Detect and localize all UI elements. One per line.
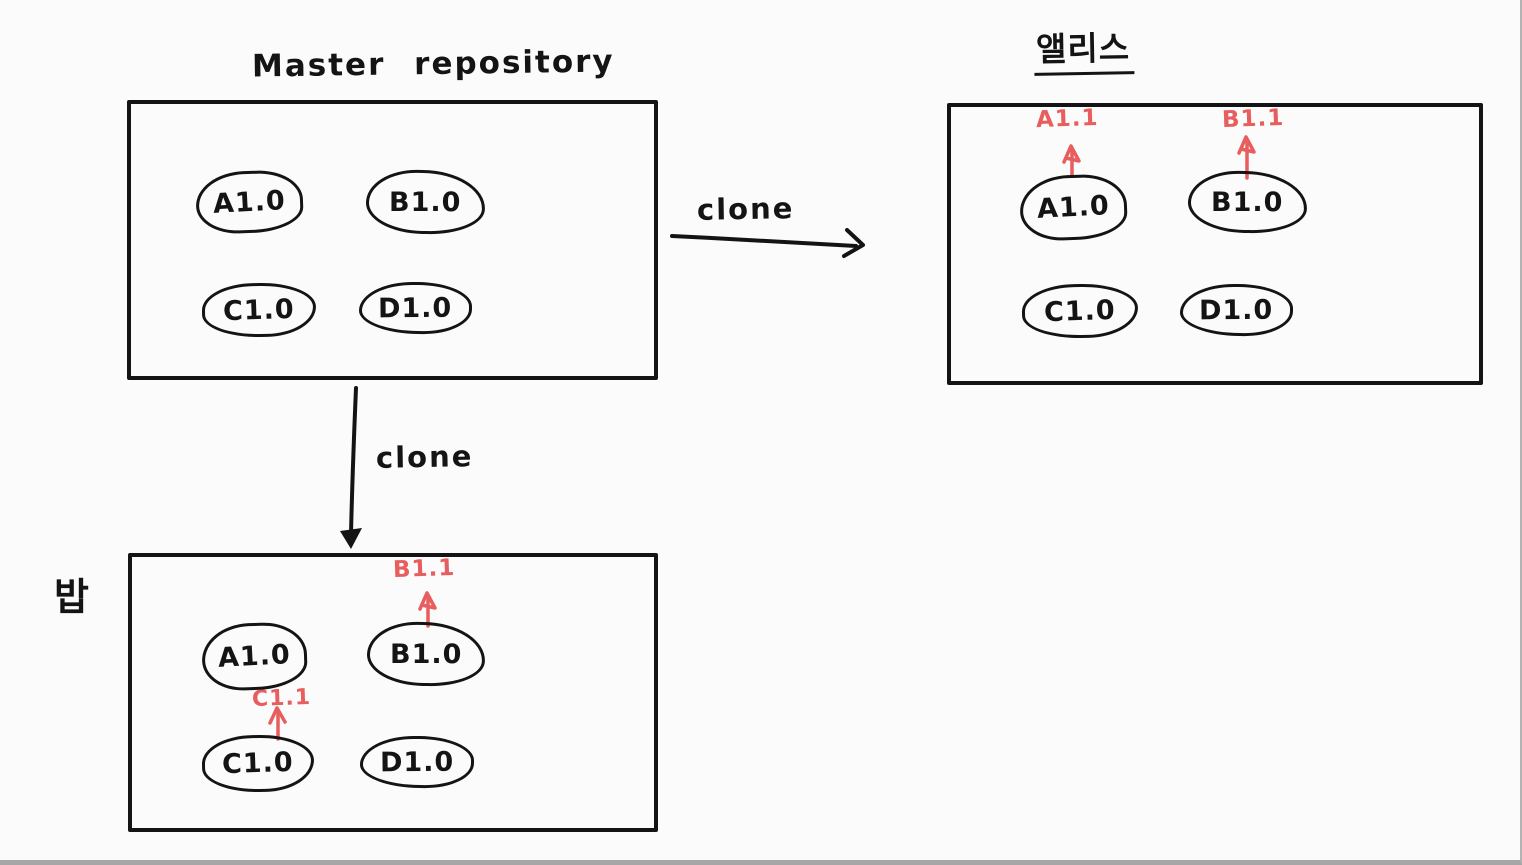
bob-file-c-label: C1.0 [221, 746, 295, 781]
clone-label-master-to-bob: clone [375, 439, 474, 475]
master-file-a-label: A1.0 [212, 184, 287, 220]
alice-file-c-label: C1.0 [1043, 294, 1117, 328]
clone-label-master-to-alice: clone [696, 191, 795, 227]
alice-file-d-label: D1.0 [1199, 294, 1274, 326]
alice-file-a-label: A1.0 [1036, 190, 1111, 225]
clone-arrow-master-to-alice [670, 234, 858, 248]
bob-file-b-label: B1.0 [389, 638, 463, 670]
bob-file-d-label: D1.0 [379, 746, 455, 778]
alice-file-d: D1.0 [1179, 283, 1294, 337]
alice-repo-title: 앨리스 [1033, 21, 1135, 76]
master-file-d: D1.0 [358, 281, 473, 335]
clone-arrowhead-master-to-alice [842, 228, 865, 258]
alice-update-b-label: B1.1 [1221, 104, 1285, 134]
bob-file-d: D1.0 [359, 735, 475, 789]
clone-arrowhead-master-to-bob [340, 528, 362, 549]
master-repo-box [127, 100, 658, 380]
master-file-b-label: B1.0 [389, 186, 462, 218]
clone-arrow-master-to-bob [349, 386, 358, 536]
master-file-d-label: D1.0 [378, 292, 453, 324]
alice-repo-box [947, 103, 1483, 385]
bob-repo-box [128, 553, 658, 832]
bob-file-a-label: A1.0 [217, 639, 292, 674]
master-repo-title: Master repository [251, 43, 615, 85]
master-file-c-label: C1.0 [222, 293, 296, 327]
bob-update-b-label: B1.1 [392, 554, 456, 584]
alice-update-a-label: A1.1 [1035, 104, 1099, 134]
alice-file-b-label: B1.0 [1211, 186, 1284, 218]
bob-repo-title: 밥 [54, 575, 89, 619]
